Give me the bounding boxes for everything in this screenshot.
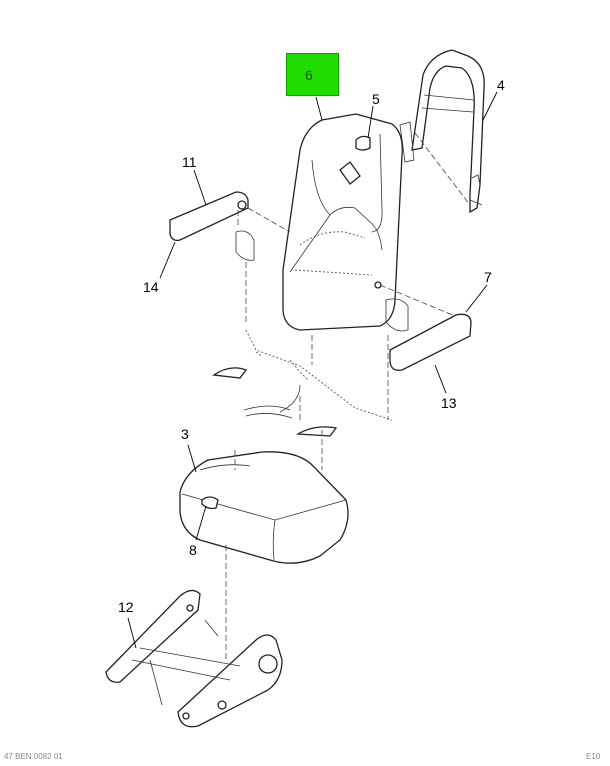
footer-right-code: E10 bbox=[586, 752, 601, 761]
callout-11[interactable]: 11 bbox=[182, 154, 197, 170]
callout-5[interactable]: 5 bbox=[372, 91, 380, 107]
headrest-frame-part-4 bbox=[399, 49, 485, 214]
callout-6: 6 bbox=[305, 67, 313, 83]
callout-3[interactable]: 3 bbox=[181, 426, 189, 442]
seat-frame-part-12 bbox=[105, 589, 283, 728]
armrest-left-part-11 bbox=[169, 191, 291, 325]
callout-8[interactable]: 8 bbox=[189, 542, 197, 558]
callout-12[interactable]: 12 bbox=[118, 599, 134, 615]
callout-7[interactable]: 7 bbox=[484, 269, 492, 285]
callout-4[interactable]: 4 bbox=[497, 77, 505, 93]
wiring-harness bbox=[212, 329, 393, 437]
callout-14[interactable]: 14 bbox=[143, 279, 159, 295]
footer-left-code: 47 BEN 0082 01 bbox=[4, 752, 63, 761]
seat-cushion-part-3 bbox=[179, 430, 349, 564]
callout-13[interactable]: 13 bbox=[441, 395, 457, 411]
seat-back-part-6 bbox=[282, 113, 403, 331]
armrest-right-part-7 bbox=[379, 284, 472, 420]
leader-lines bbox=[127, 91, 498, 649]
highlight-box-part-6[interactable]: 6 bbox=[286, 53, 339, 96]
